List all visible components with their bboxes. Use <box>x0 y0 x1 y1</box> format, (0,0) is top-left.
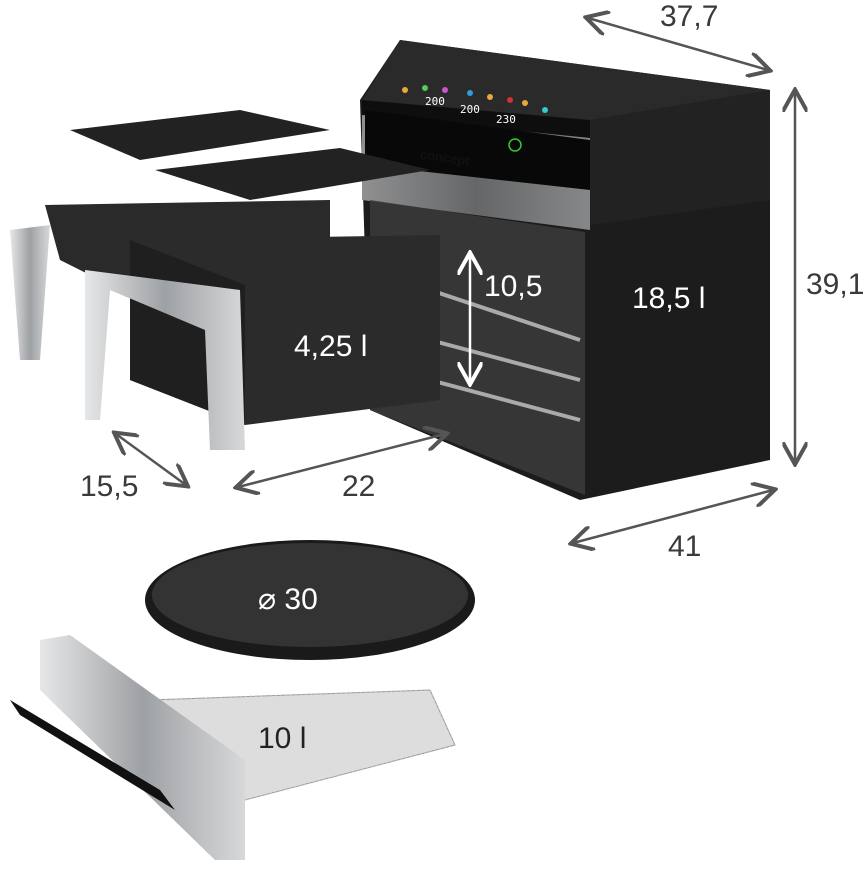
display-temp-1: 200 <box>425 95 445 108</box>
basket-capacity: 4,25 l <box>294 330 368 363</box>
rotisserie-basket-capacity: 10 l <box>258 722 307 755</box>
rack-height-label: 10,5 <box>484 270 543 303</box>
crisper-racks <box>70 110 430 200</box>
pan-diameter: ⌀ 30 <box>258 583 318 616</box>
drawer-depth-label: 15,5 <box>80 470 139 503</box>
width-label: 41 <box>668 530 702 563</box>
baskets <box>10 200 440 450</box>
main-chamber-capacity: 18,5 l <box>632 282 706 315</box>
depth-label: 37,7 <box>660 0 719 33</box>
display-temp-3: 230 <box>496 113 516 126</box>
drawer-width-label: 22 <box>342 470 376 503</box>
dimension-arrows <box>116 18 795 543</box>
display-temp-2: 200 <box>460 103 480 116</box>
rotisserie-basket <box>10 635 456 860</box>
height-label: 39,1 <box>806 268 865 301</box>
baking-pan <box>145 540 475 660</box>
